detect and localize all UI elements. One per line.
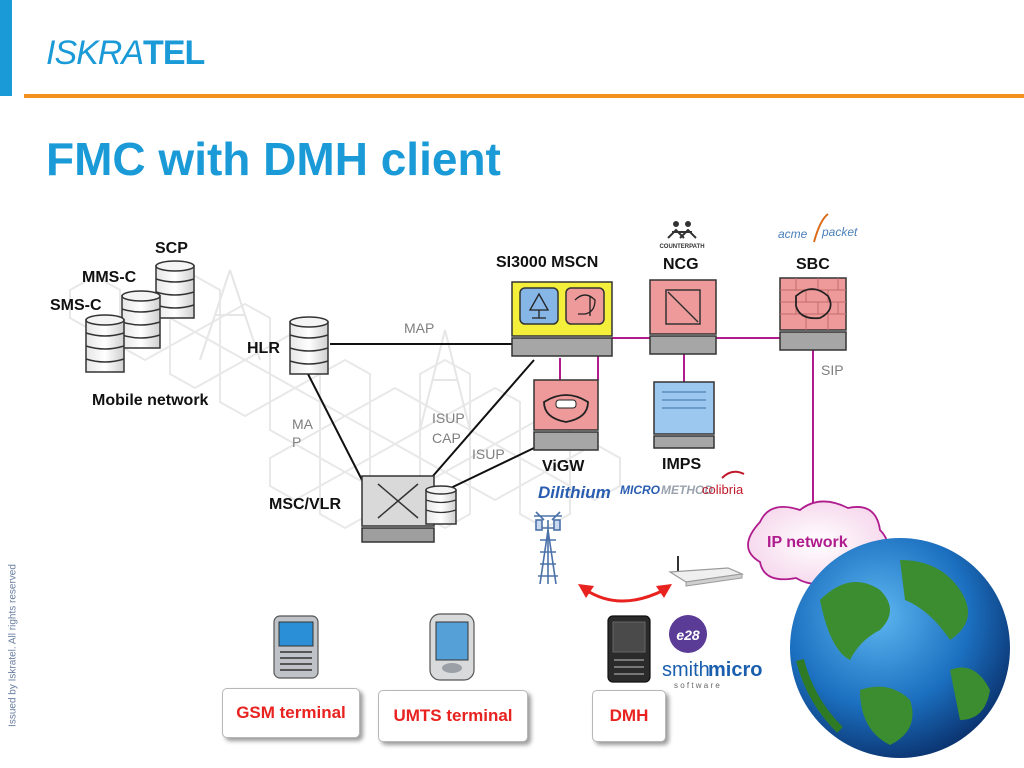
umts-terminal-box[interactable]: UMTS terminal	[378, 690, 528, 742]
smithmicro-text-1: smith	[662, 659, 710, 681]
colibria-logo-text: colibria	[702, 482, 744, 497]
dilithium-logo-text: Dilithium	[538, 483, 611, 502]
umts-phone-icon	[429, 613, 475, 681]
map-vertical-label-2: P	[292, 434, 302, 450]
sms-c-database-icon	[85, 314, 125, 373]
acme-logo-text-2: packet	[821, 225, 858, 239]
dmh-terminal-label: DMH	[609, 706, 649, 725]
mobile-network-label: Mobile network	[92, 392, 209, 409]
smithmicro-logo-icon: smith micro s o f t w a r e	[662, 659, 762, 690]
black-links	[307, 343, 535, 497]
dilithium-logo-icon: Dilithium	[538, 483, 611, 502]
vigw-label: ViGW	[542, 458, 585, 475]
slide-title: FMC with DMH client	[46, 133, 501, 185]
globe-icon	[790, 538, 1010, 758]
gsm-terminal-label: GSM terminal	[236, 703, 346, 722]
e28-logo-text: e28	[676, 627, 700, 643]
colibria-logo-icon: colibria	[702, 470, 745, 497]
counterpath-logo-icon: COUNTERPATH	[659, 221, 705, 250]
ncg-label: NCG	[663, 256, 699, 273]
msc-vlr-switch-icon	[361, 475, 457, 543]
header-rule	[24, 94, 1024, 98]
map-link-label: MAP	[404, 320, 435, 336]
umts-terminal-label: UMTS terminal	[393, 706, 513, 725]
brand-accent-bar	[0, 0, 12, 96]
wifi-access-point-icon	[668, 556, 745, 587]
dmh-phone-icon	[607, 615, 651, 683]
imps-label: IMPS	[662, 456, 702, 473]
sbc-label: SBC	[796, 256, 830, 273]
micromethod-logo-icon: MICRO METHOD	[620, 483, 713, 497]
isup-cap-label-1: ISUP	[432, 410, 465, 426]
smithmicro-text-2: micro	[708, 659, 762, 681]
micromethod-text-2: METHOD	[661, 483, 713, 497]
scp-database-icon	[155, 260, 195, 319]
ip-network-label: IP network	[767, 534, 848, 551]
hlr-database-icon	[289, 316, 329, 375]
scp-label: SCP	[155, 240, 188, 257]
iskratel-logo: ISKRATEL	[46, 34, 205, 72]
isup-label: ISUP	[472, 446, 505, 462]
sms-c-label: SMS-C	[50, 297, 102, 314]
cell-tower-icon	[534, 511, 562, 585]
msc-vlr-label: MSC/VLR	[269, 496, 341, 513]
gsm-phone-icon	[273, 615, 319, 679]
gsm-terminal-box[interactable]: GSM terminal	[222, 688, 360, 738]
mms-c-label: MMS-C	[82, 269, 137, 286]
ncg-icon	[649, 279, 717, 355]
imps-server-icon	[653, 381, 715, 449]
handover-double-arrow-icon	[578, 584, 672, 603]
acme-logo-text-1: acme	[778, 227, 808, 241]
mms-c-database-icon	[121, 290, 161, 349]
sip-label: SIP	[821, 362, 844, 378]
smithmicro-text-3: s o f t w a r e	[674, 681, 720, 690]
sbc-firewall-icon	[779, 277, 847, 351]
hlr-label: HLR	[247, 340, 280, 357]
faint-antenna-bg	[199, 269, 471, 431]
vigw-gateway-icon	[533, 379, 599, 451]
si3000-mscn-icon	[511, 281, 613, 357]
map-vertical-label-1: MA	[292, 416, 313, 432]
counterpath-logo-text: COUNTERPATH	[659, 244, 704, 250]
isup-cap-label-2: CAP	[432, 430, 461, 446]
micromethod-text-1: MICRO	[620, 483, 661, 497]
magenta-links	[559, 337, 814, 520]
si3000-mscn-label: SI3000 MSCN	[496, 254, 599, 271]
dmh-terminal-box[interactable]: DMH	[592, 690, 666, 742]
e28-logo-icon: e28	[669, 615, 707, 653]
acme-packet-logo-icon: acme packet	[778, 213, 858, 243]
